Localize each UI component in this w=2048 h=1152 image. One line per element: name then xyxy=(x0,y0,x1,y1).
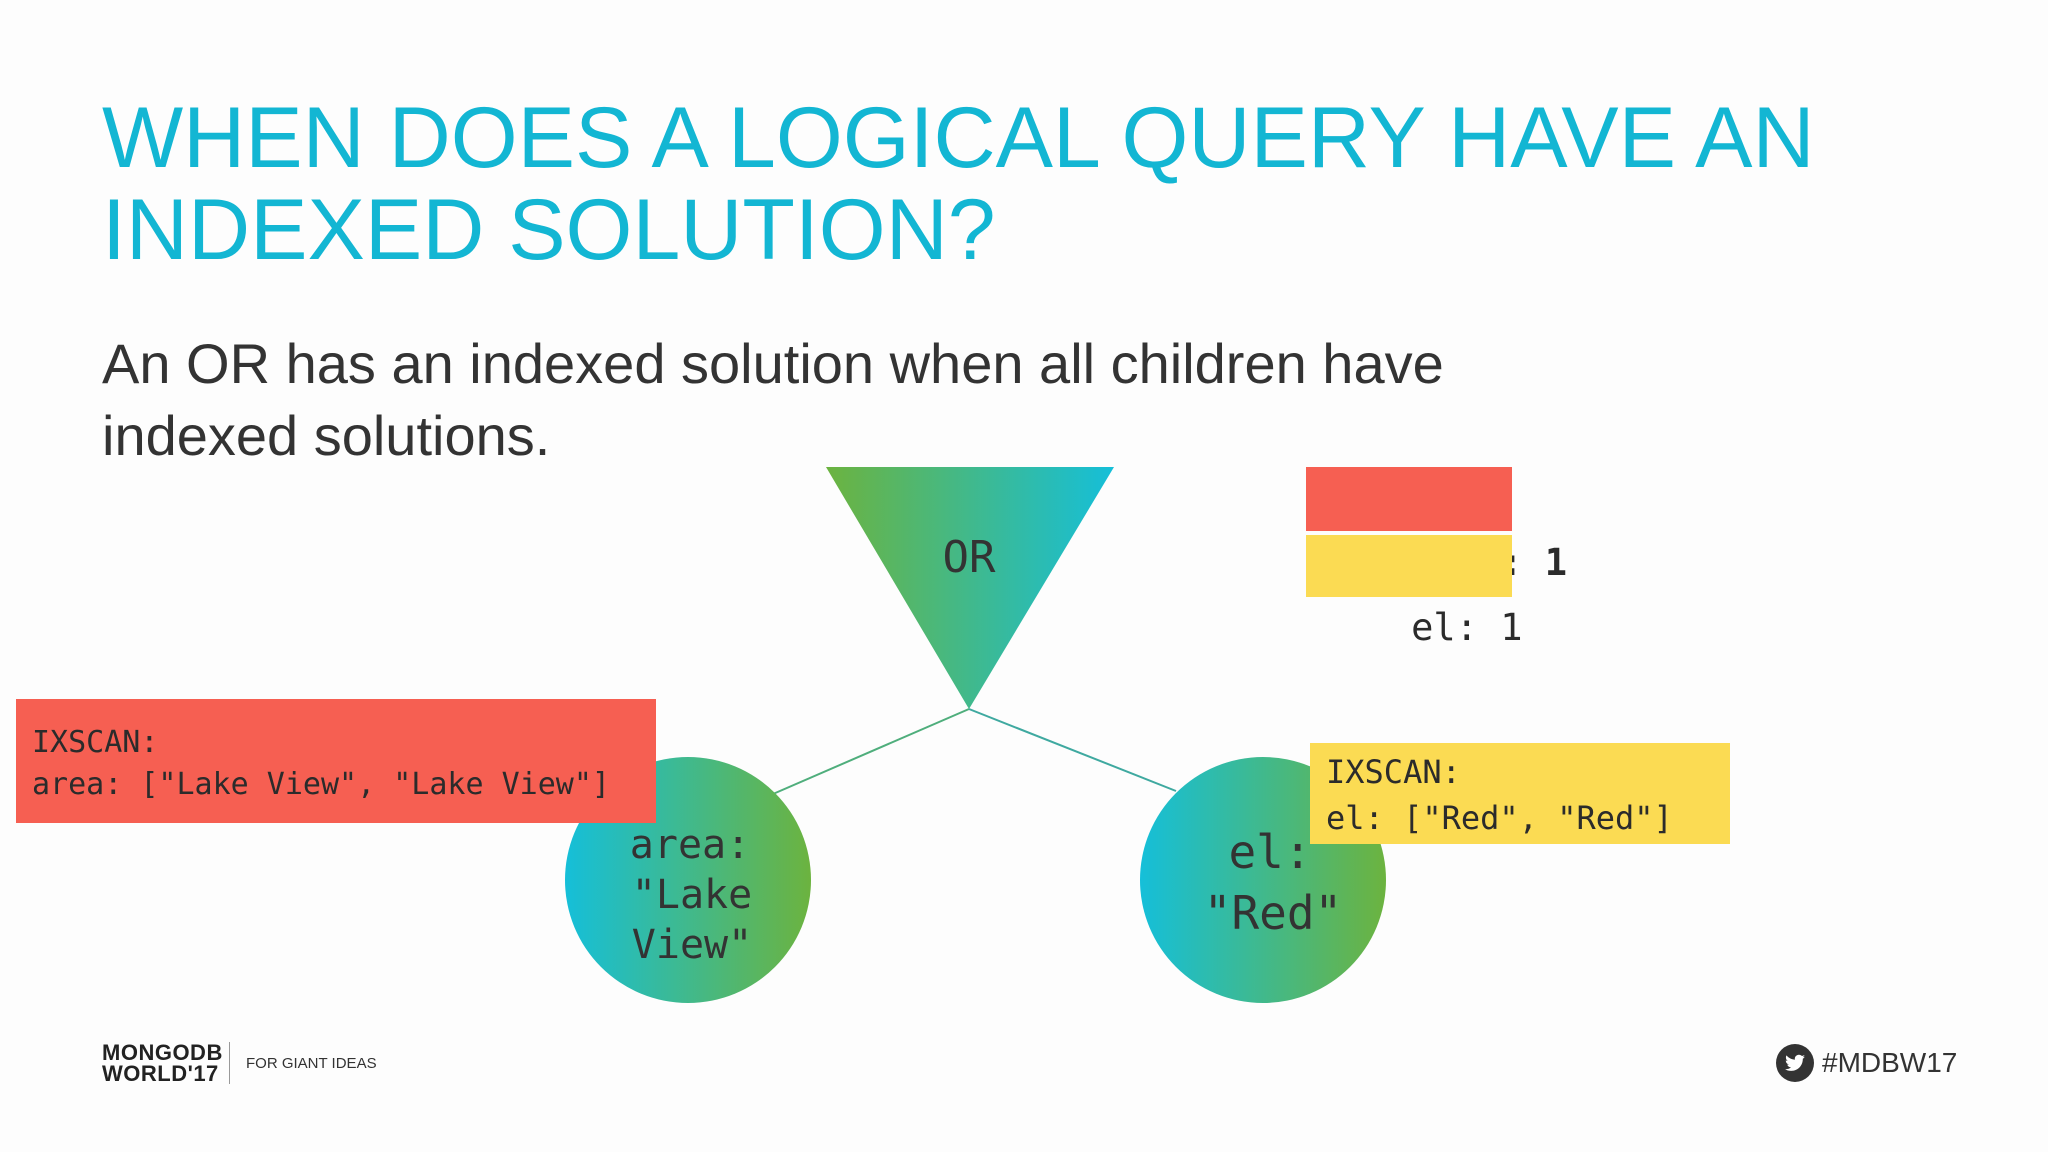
ixscan-el-line-2: el: ["Red", "Red"] xyxy=(1326,799,1673,837)
ixscan-area-line-1: IXSCAN: xyxy=(32,725,159,760)
logo-line-2: WORLD'17 xyxy=(102,1061,219,1086)
area-node-line-3: View" xyxy=(632,922,752,968)
index-legend-area: area: 1 xyxy=(1306,467,1567,584)
event-hashtag: #MDBW17 xyxy=(1822,1047,1958,1078)
slide-subtitle: An OR has an indexed solution when all c… xyxy=(102,328,1602,472)
area-node-line-1: area: xyxy=(630,822,750,868)
index-legend-el-text: el: 1 xyxy=(1411,606,1523,649)
title-line-2: INDEXED SOLUTION? xyxy=(102,182,996,278)
twitter-icon xyxy=(1776,1044,1814,1082)
slide-title: WHEN DOES A LOGICAL QUERY HAVE AN INDEXE… xyxy=(102,92,1902,276)
el-node-line-2: "Red" xyxy=(1204,886,1342,940)
footer-tagline: FOR GIANT IDEAS xyxy=(246,1055,377,1072)
subtitle-line-1: An OR has an indexed solution when all c… xyxy=(102,332,1444,395)
logo-line-1: MONGODB xyxy=(102,1040,223,1065)
el-node-line-1: el: xyxy=(1228,825,1311,879)
ixscan-area-line-2: area: ["Lake View", "Lake View"] xyxy=(32,767,610,802)
edge-or-to-area xyxy=(772,708,970,795)
mongodb-world-logo: MONGODB WORLD'17 xyxy=(102,1040,223,1086)
edge-or-to-el xyxy=(968,708,1177,792)
ixscan-el-line-1: IXSCAN: xyxy=(1326,753,1461,791)
footer-divider xyxy=(229,1042,230,1084)
subtitle-line-2: indexed solutions. xyxy=(102,404,551,467)
area-node-line-2: "Lake xyxy=(632,872,752,918)
or-node-label: OR xyxy=(943,532,996,583)
or-node-triangle xyxy=(826,467,1114,709)
index-legend-el: el: 1 xyxy=(1306,535,1523,649)
title-line-1: WHEN DOES A LOGICAL QUERY HAVE AN xyxy=(102,90,1815,186)
ixscan-el-box: IXSCAN: el: ["Red", "Red"] xyxy=(1310,743,1730,844)
ixscan-area-box: IXSCAN: area: ["Lake View", "Lake View"] xyxy=(16,699,656,823)
